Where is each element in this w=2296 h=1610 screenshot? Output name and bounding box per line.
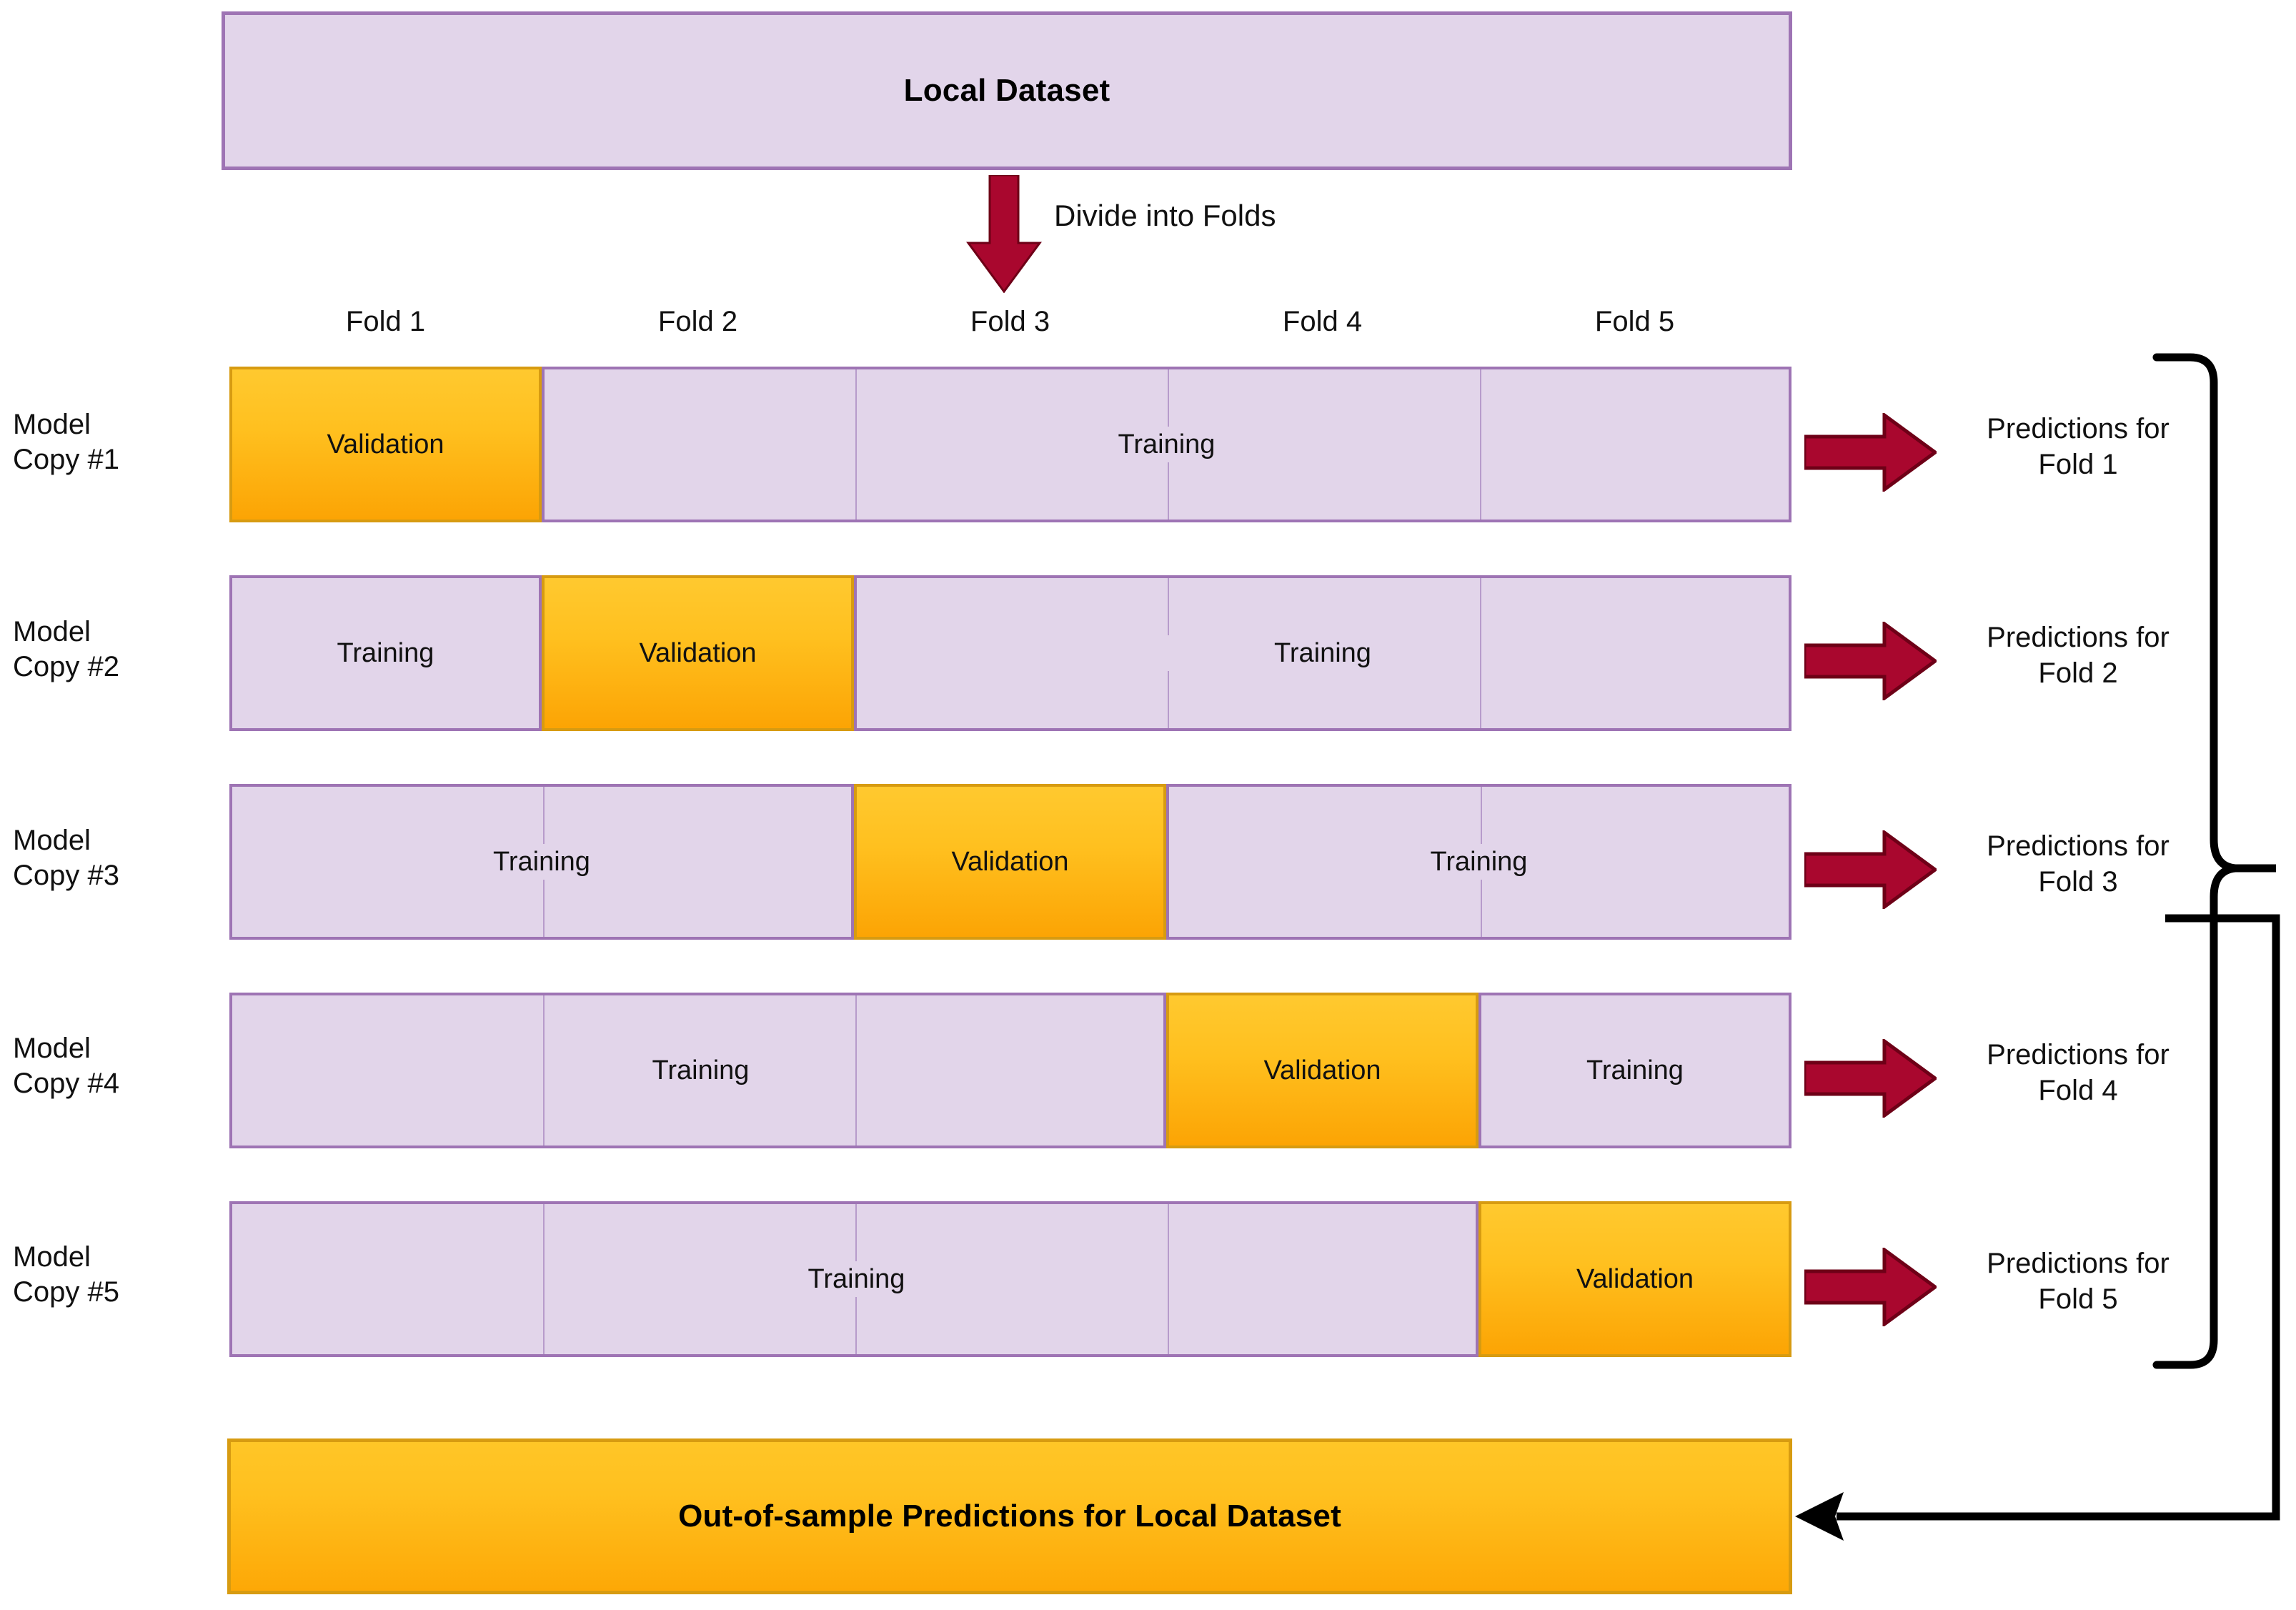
- cell-label: Training: [1586, 1055, 1684, 1085]
- cell-label: Training: [652, 1055, 750, 1085]
- model-row-3: Training Validation Training: [229, 784, 1791, 940]
- model-row-2: Training Validation Training: [229, 575, 1791, 731]
- cell-label: Validation: [1263, 1055, 1381, 1085]
- prediction-label-1: Predictions for Fold 1: [1987, 413, 2170, 480]
- model-copy-label-3: Model Copy #3: [13, 825, 119, 891]
- cell-label: Training: [1430, 846, 1528, 877]
- divide-into-folds-arrow-icon: [965, 174, 1043, 294]
- model-copy-label-5: Model Copy #5: [13, 1241, 119, 1308]
- fold-header-4: Fold 4: [1282, 306, 1363, 337]
- row-3-training-cell-left[interactable]: Training: [229, 784, 854, 940]
- prediction-arrow-icon-3: [1804, 830, 1937, 909]
- fold-divider: [1168, 1204, 1169, 1354]
- divide-into-folds-label: Divide into Folds: [1054, 199, 1276, 232]
- cell-label: Training: [493, 846, 590, 877]
- prediction-arrow-icon-4: [1804, 1039, 1937, 1118]
- fold-header-3: Fold 3: [970, 306, 1050, 337]
- prediction-label-4: Predictions for Fold 4: [1987, 1039, 2170, 1106]
- fold-divider: [543, 1204, 545, 1354]
- out-of-sample-predictions-box: Out-of-sample Predictions for Local Data…: [227, 1438, 1792, 1594]
- local-dataset-box: Local Dataset: [222, 11, 1792, 170]
- fold-divider: [855, 995, 857, 1146]
- fold-divider: [543, 787, 545, 937]
- fold-divider: [855, 1204, 857, 1354]
- row-5-training-cell[interactable]: Training: [229, 1201, 1479, 1357]
- fold-divider: [543, 995, 545, 1146]
- cell-label: Validation: [951, 846, 1069, 877]
- out-of-sample-predictions-label: Out-of-sample Predictions for Local Data…: [678, 1499, 1341, 1534]
- fold-header-5: Fold 5: [1594, 306, 1675, 337]
- prediction-label-5: Predictions for Fold 5: [1987, 1248, 2170, 1315]
- model-row-4: Training Validation Training: [229, 993, 1791, 1148]
- local-dataset-label: Local Dataset: [903, 73, 1110, 108]
- row-4-training-cell-right[interactable]: Training: [1479, 993, 1791, 1148]
- prediction-label-3: Predictions for Fold 3: [1987, 830, 2170, 898]
- cell-label: Validation: [327, 429, 444, 459]
- model-copy-label-4: Model Copy #4: [13, 1033, 119, 1099]
- row-2-training-cell-left[interactable]: Training: [229, 575, 542, 731]
- cell-label: Training: [1118, 429, 1216, 459]
- fold-header-1: Fold 1: [345, 306, 426, 337]
- prediction-label-2: Predictions for Fold 2: [1987, 622, 2170, 689]
- model-copy-label-2: Model Copy #2: [13, 616, 119, 682]
- row-1-validation-cell[interactable]: Validation: [229, 367, 542, 522]
- row-3-training-cell-right[interactable]: Training: [1166, 784, 1791, 940]
- fold-divider: [1480, 369, 1481, 520]
- row-1-training-cell[interactable]: Training: [542, 367, 1791, 522]
- cell-label: Training: [337, 637, 434, 668]
- row-3-validation-cell[interactable]: Validation: [854, 784, 1166, 940]
- model-row-1: Validation Training: [229, 367, 1791, 522]
- fold-header-2: Fold 2: [657, 306, 738, 337]
- model-row-5: Training Validation: [229, 1201, 1791, 1357]
- left-arrow-icon: [1795, 1492, 1844, 1541]
- model-copy-label-1: Model Copy #1: [13, 409, 119, 475]
- prediction-arrow-icon-2: [1804, 622, 1937, 700]
- fold-divider: [1168, 578, 1169, 728]
- fold-divider: [1480, 578, 1481, 728]
- fold-divider: [1481, 787, 1482, 937]
- row-4-validation-cell[interactable]: Validation: [1166, 993, 1479, 1148]
- prediction-arrow-icon-1: [1804, 413, 1937, 492]
- fold-divider: [855, 369, 857, 520]
- aggregate-path: [1837, 864, 2280, 1521]
- cell-label: Training: [807, 1263, 905, 1294]
- fold-divider: [1168, 369, 1169, 520]
- row-4-training-cell-left[interactable]: Training: [229, 993, 1166, 1148]
- cell-label: Training: [1274, 637, 1371, 668]
- row-5-validation-cell[interactable]: Validation: [1479, 1201, 1791, 1357]
- row-2-validation-cell[interactable]: Validation: [542, 575, 854, 731]
- cell-label: Validation: [639, 637, 757, 668]
- cell-label: Validation: [1576, 1263, 1694, 1294]
- prediction-arrow-icon-5: [1804, 1248, 1937, 1326]
- row-2-training-cell-right[interactable]: Training: [854, 575, 1791, 731]
